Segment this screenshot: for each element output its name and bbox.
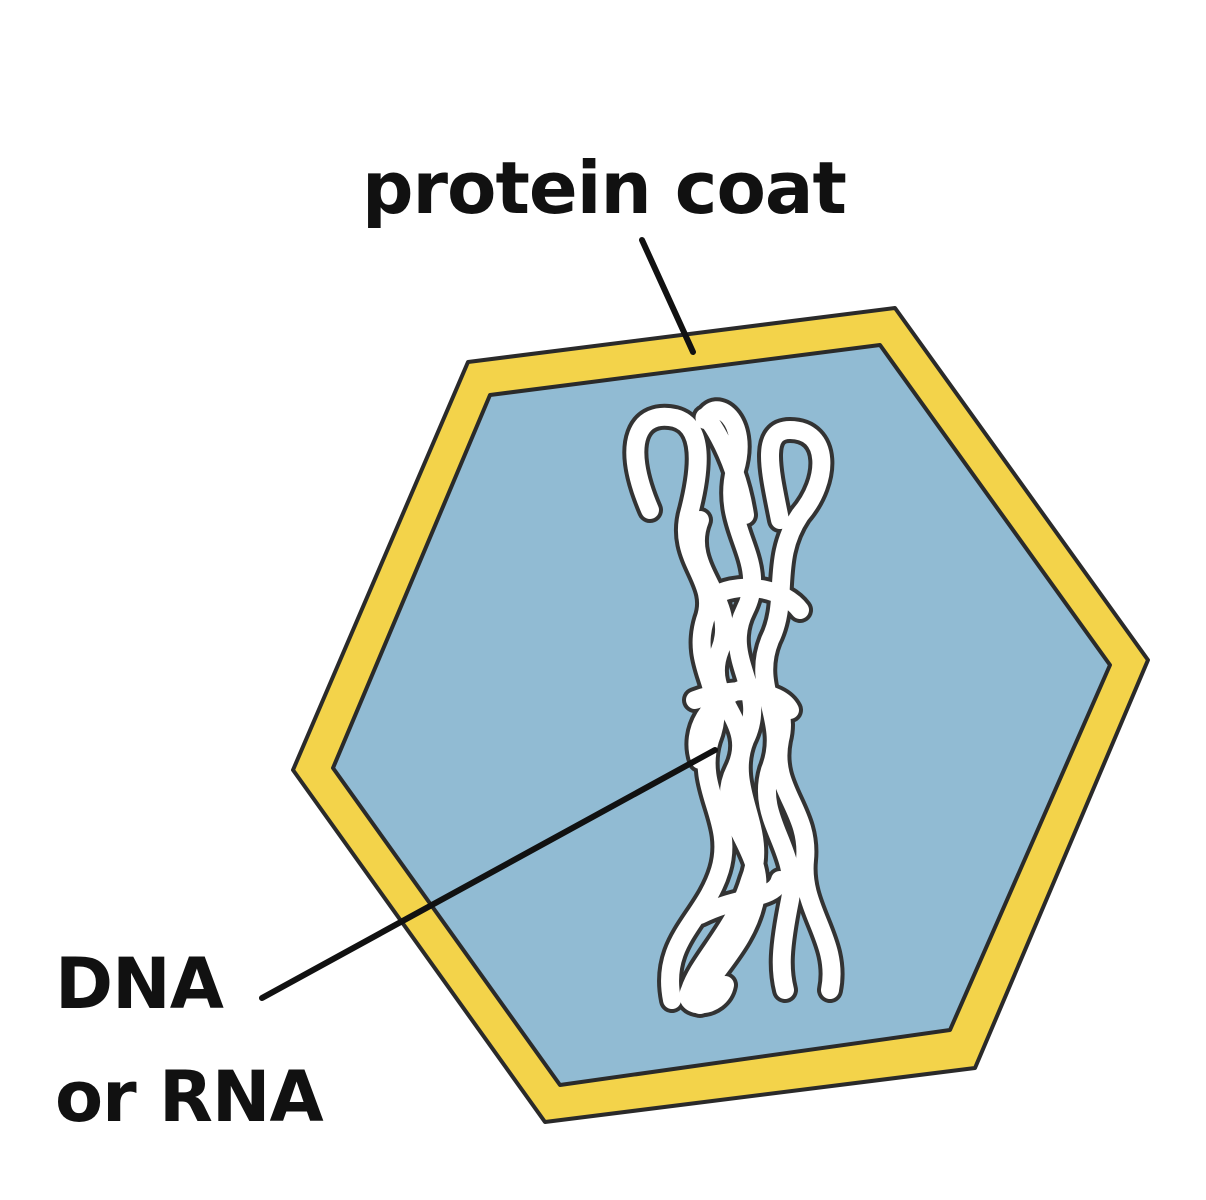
dna-label: DNA <box>55 943 224 1025</box>
rna-label: or RNA <box>55 1056 324 1138</box>
protein-coat-leader-line <box>639 237 696 355</box>
genetic-material-strands <box>622 397 845 1018</box>
protein-coat-label: protein coat <box>362 146 847 230</box>
dna-leader-line <box>259 747 718 1001</box>
